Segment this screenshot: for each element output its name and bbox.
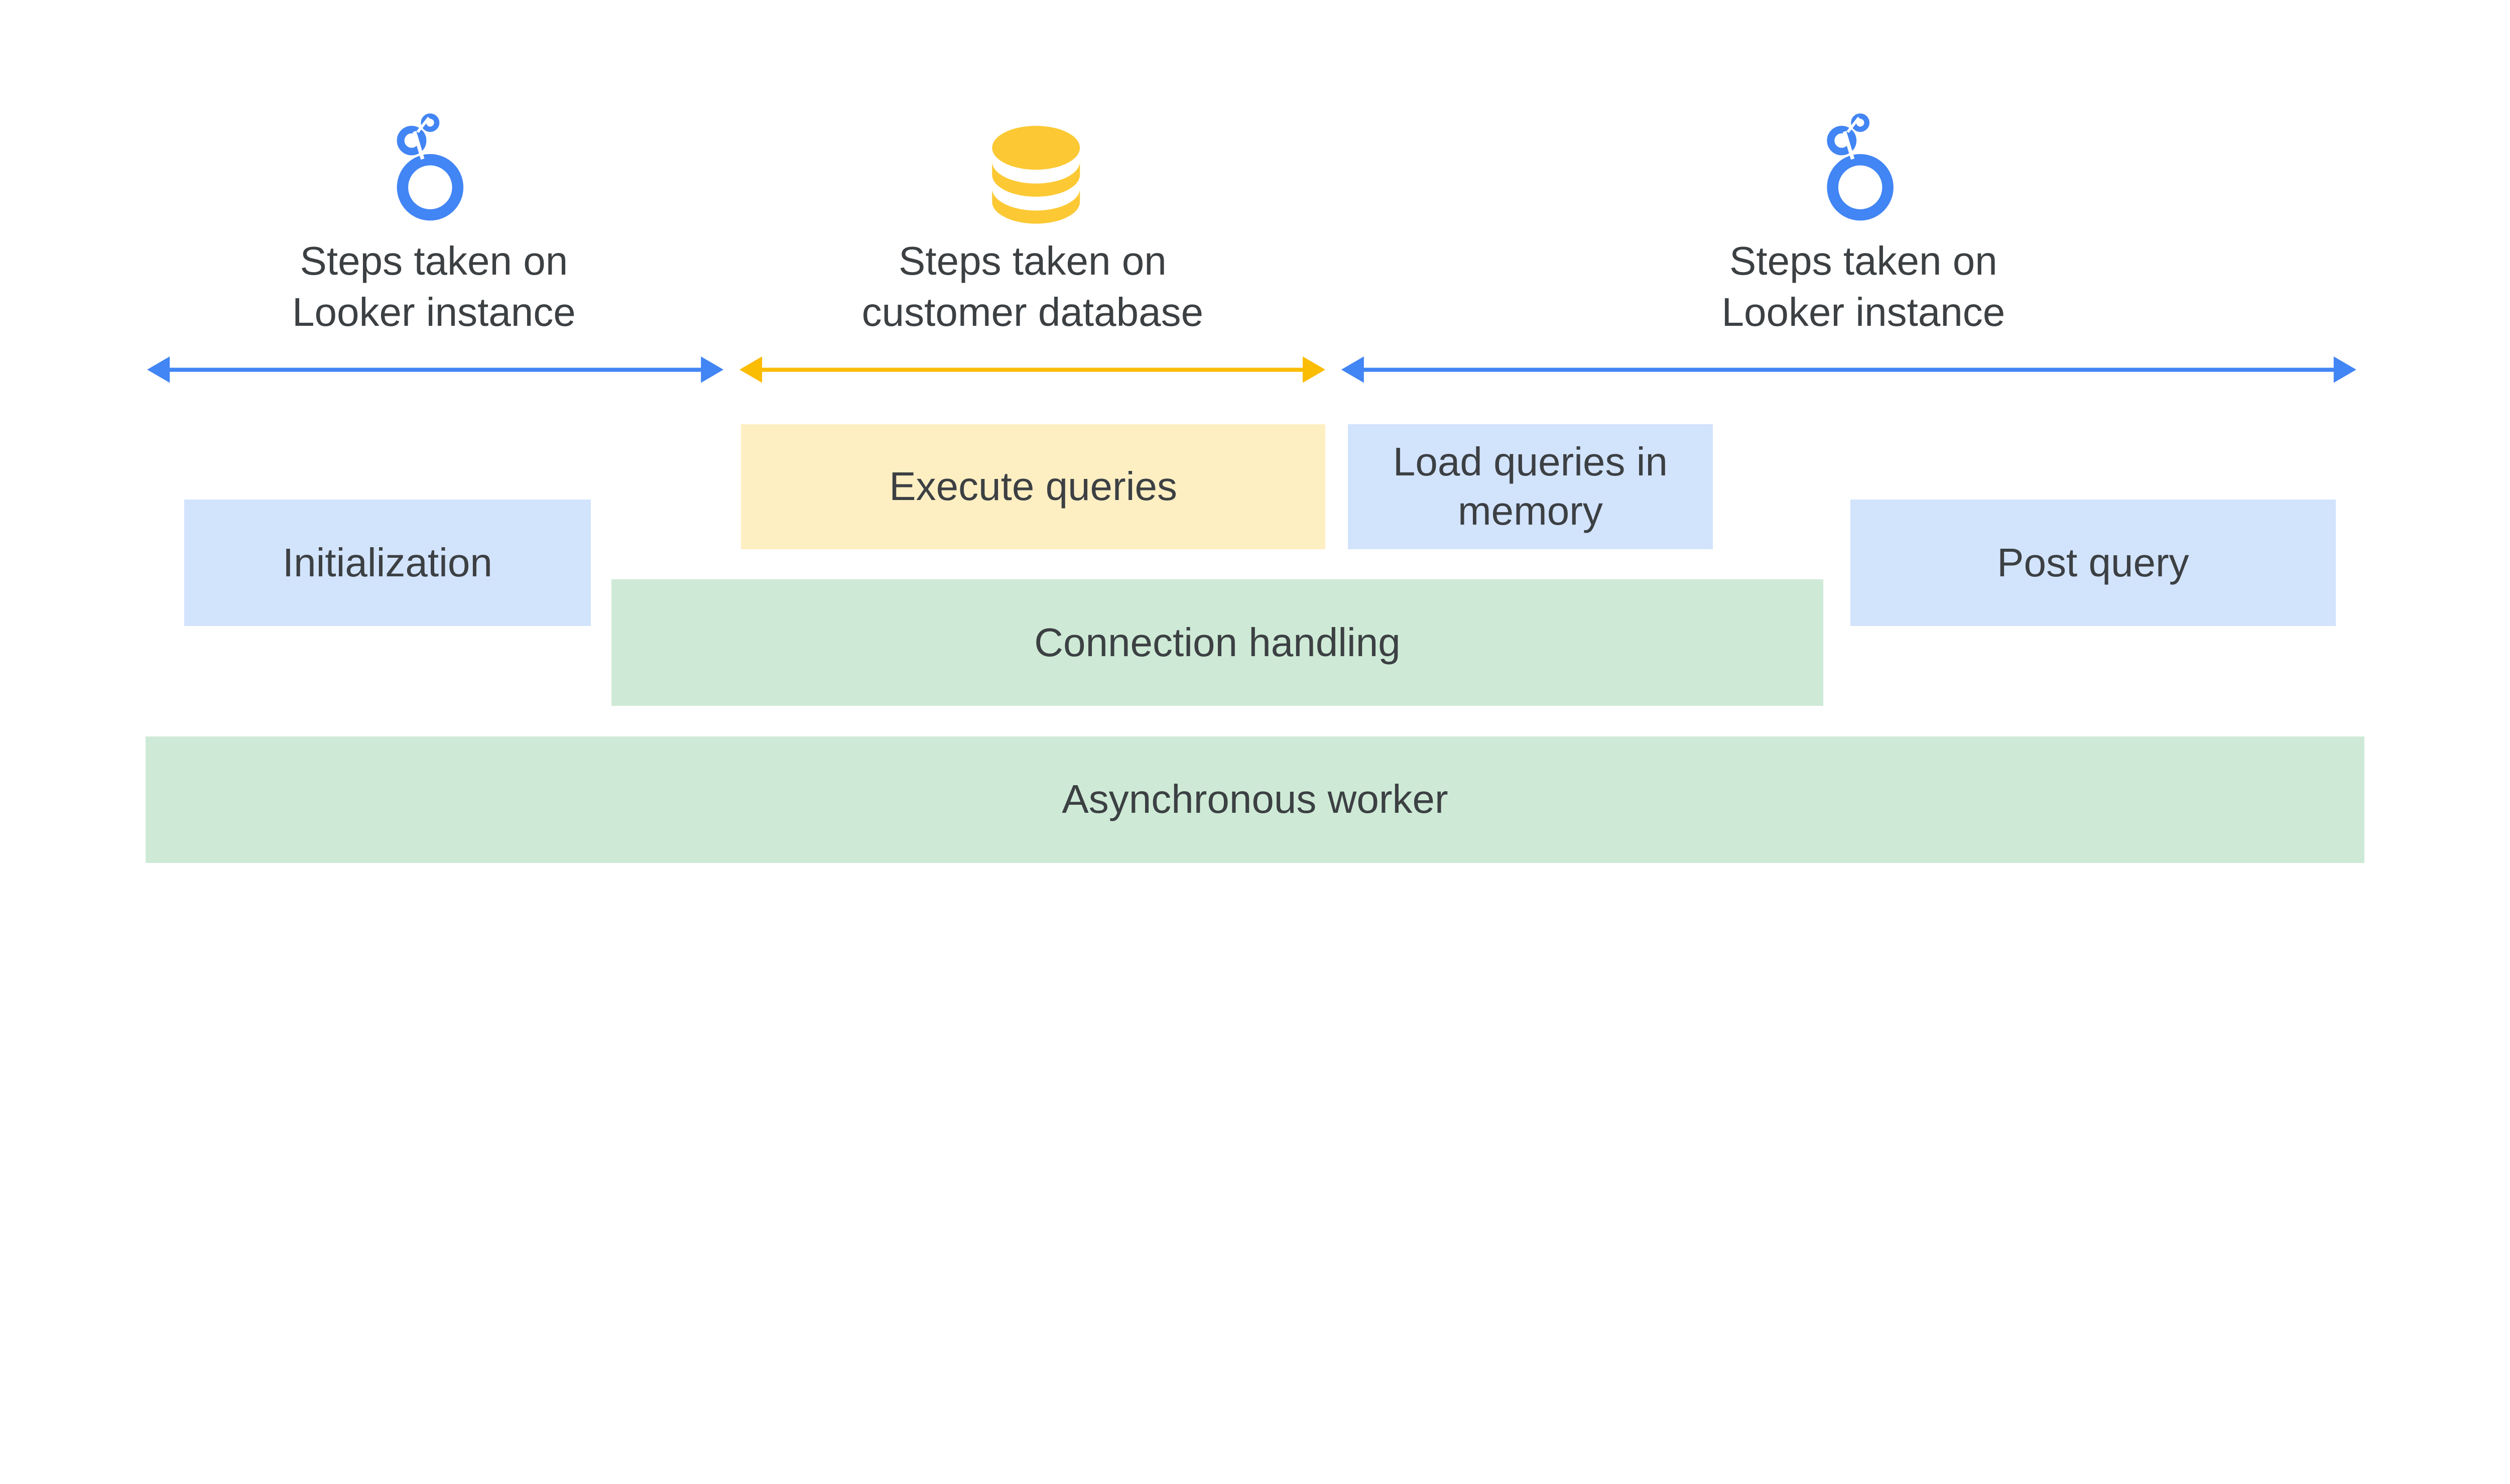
- heading-line: Steps taken on: [899, 238, 1167, 284]
- heading-line: Looker instance: [1721, 289, 2005, 334]
- box-label: Connection handling: [1034, 620, 1401, 665]
- box-label: Execute queries: [889, 464, 1177, 509]
- section-heading-looker-right: Steps taken on Looker instance: [1644, 235, 2083, 337]
- box-label: Initialization: [282, 540, 492, 585]
- box-label: Asynchronous worker: [1062, 777, 1448, 822]
- heading-line: Steps taken on: [1729, 238, 1997, 284]
- looker-span-arrow-right: [1341, 356, 2356, 383]
- box-label: Load queries in memory: [1393, 439, 1668, 534]
- looker-span-arrow-left: [147, 356, 724, 383]
- database-span-arrow: [739, 356, 1325, 383]
- connection-handling-box: Connection handling: [611, 579, 1823, 706]
- heading-line: Looker instance: [292, 289, 576, 334]
- execute-queries-box: Execute queries: [741, 424, 1325, 549]
- diagram-graphics: [147, 0, 2356, 383]
- section-heading-looker-left: Steps taken on Looker instance: [214, 235, 654, 337]
- load-queries-box: Load queries in memory: [1348, 424, 1713, 549]
- heading-line: customer database: [861, 289, 1204, 334]
- box-label: Post query: [1997, 540, 2189, 585]
- post-query-box: Post query: [1850, 500, 2336, 626]
- asynchronous-worker-box: Asynchronous worker: [146, 736, 2364, 863]
- initialization-box: Initialization: [184, 500, 591, 626]
- database-icon: [992, 126, 1080, 224]
- looker-logo-icon: [1831, 116, 1888, 215]
- looker-logo-icon: [401, 116, 458, 215]
- section-heading-database: Steps taken on customer database: [813, 235, 1252, 337]
- heading-line: Steps taken on: [300, 238, 568, 284]
